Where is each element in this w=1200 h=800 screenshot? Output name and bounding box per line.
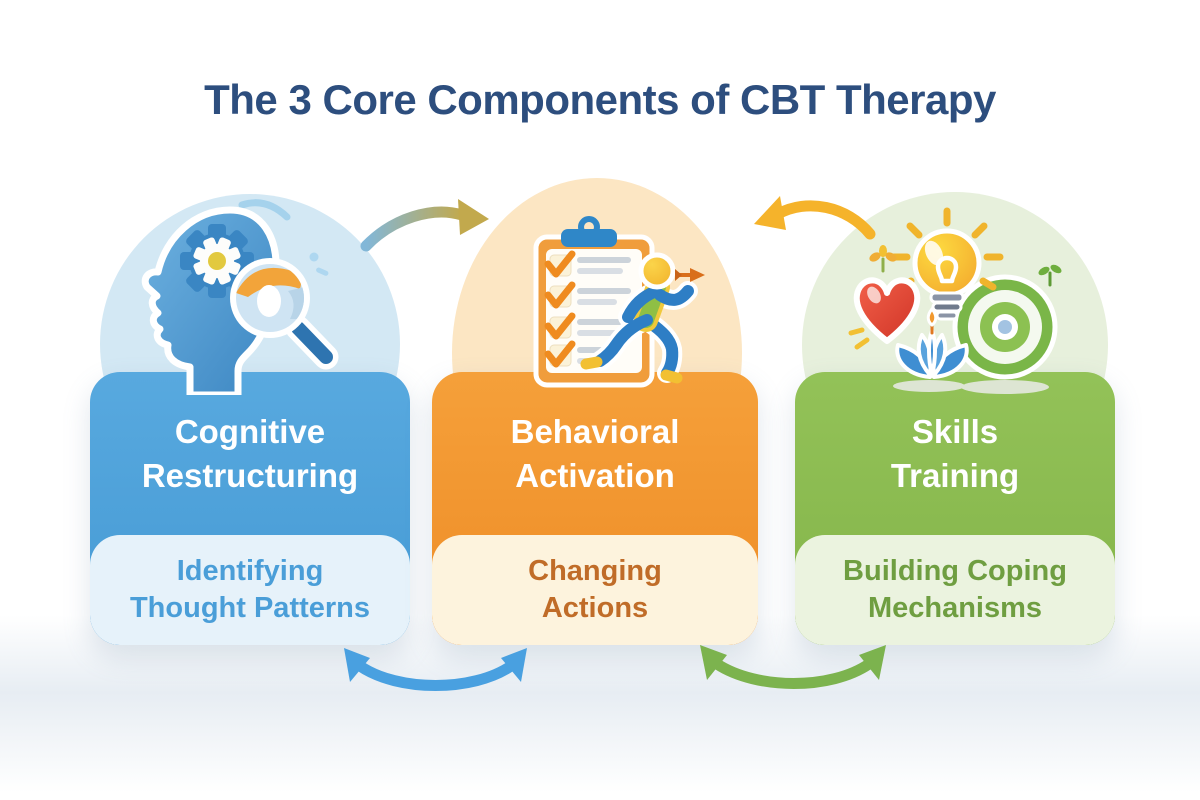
splash-marks-icon <box>238 199 329 276</box>
card-title: Cognitive Restructuring <box>141 412 359 494</box>
checklist-rows <box>544 250 631 368</box>
clipboard-checklist-runner-icon <box>533 216 705 388</box>
card-title: Behavioral Activation <box>510 412 680 494</box>
dart-arrow-icon <box>675 268 705 282</box>
heart-sprout-icon <box>869 245 897 273</box>
card-subtitle-panel: Building Coping Mechanisms <box>795 535 1115 645</box>
magnifier-icon <box>230 258 339 370</box>
target-shadow <box>961 380 1049 394</box>
heart-lightbulb-target-plant-icon <box>848 207 1062 394</box>
top-arrow-left <box>360 199 489 252</box>
plant-shadow <box>893 380 965 392</box>
top-arrow-right <box>754 196 876 240</box>
target-icon <box>952 274 1058 380</box>
card-title: Skills Training <box>890 412 1020 494</box>
heart-icon <box>853 277 921 344</box>
card-cognitive-restructuring: Cognitive Restructuring Identifying Thou… <box>90 372 410 645</box>
floor-shadow-band <box>0 615 1200 800</box>
plant-icon <box>895 306 969 379</box>
running-figure-icon <box>580 252 705 384</box>
target-sprout-icon <box>1038 264 1062 287</box>
bottom-arrow-left <box>344 648 527 691</box>
card-behavioral-activation: Behavioral Activation Changing Actions <box>432 372 758 645</box>
card-subtitle-panel: Changing Actions <box>432 535 758 645</box>
page-title: The 3 Core Components of CBT Therapy <box>204 76 996 124</box>
sparkle-marks-icon <box>848 327 870 350</box>
bulb-base <box>929 291 965 321</box>
card-subtitle-panel: Identifying Thought Patterns <box>90 535 410 645</box>
bottom-arrow-right <box>700 645 886 689</box>
head-gear-magnifier-icon <box>141 199 339 395</box>
card-skills-training: Skills Training Building Coping Mechanis… <box>795 372 1115 645</box>
